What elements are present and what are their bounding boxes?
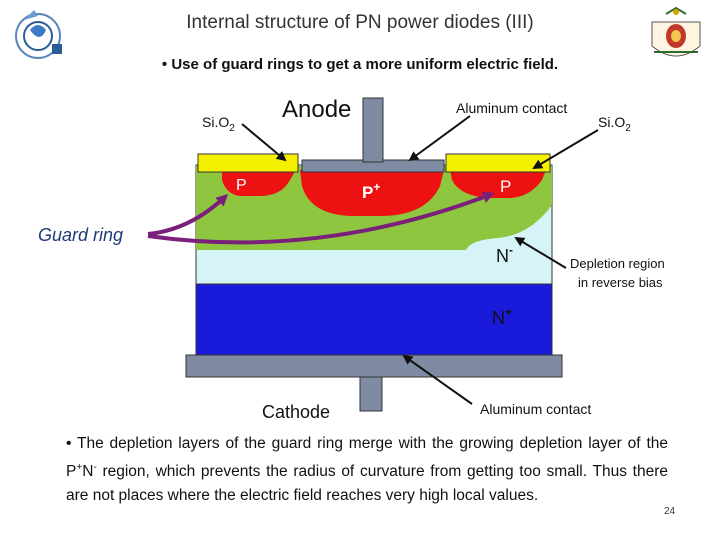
aluminum-contact-top-label: Aluminum contact [456,100,567,116]
bullet-point: • Use of guard rings to get a more unifo… [161,56,559,73]
cathode-contact [185,354,563,378]
sio2-right-arrow [532,129,599,170]
aluminum-contact-bottom-arrow [402,354,473,405]
sio2-left-arrow [241,123,287,162]
n-plus-label: N+ [492,305,512,328]
p-left-region [222,170,296,196]
slide-title: Internal structure of PN power diodes (I… [186,12,534,33]
guard-ring-label: Guard ring [38,225,123,245]
university-logo-left [15,10,62,59]
n-minus-label: N- [496,243,513,266]
depletion-label-line2: in reverse bias [578,275,663,290]
sio2-pad-right [445,153,551,173]
p-right-region [450,170,546,198]
page-number: 24 [664,506,676,517]
sio2-left-label: Si.O2 [202,114,235,134]
sio2-right-label: Si.O2 [598,114,631,134]
sio2-pad-left [197,153,299,173]
p-plus-region [300,170,444,216]
guard-ring-arrow-right [147,191,495,245]
cathode-lead [359,376,383,412]
depletion-region-arrow [514,236,567,269]
anode-lead [362,97,384,163]
depletion-label-line1: Depletion region [570,256,665,271]
aluminum-contact-bottom-label: Aluminum contact [480,401,591,417]
p-plus-label: P+ [362,180,380,202]
guard-ring-arrow-left [147,193,229,236]
p-right-label: P [500,177,511,196]
p-left-label: P [236,177,247,194]
explanation-paragraph: • The depletion layers of the guard ring… [66,435,668,505]
cathode-label: Cathode [262,402,330,422]
aluminum-contact-top-arrow [408,115,471,162]
anode-label: Anode [282,96,351,123]
university-crest-right [651,6,701,57]
